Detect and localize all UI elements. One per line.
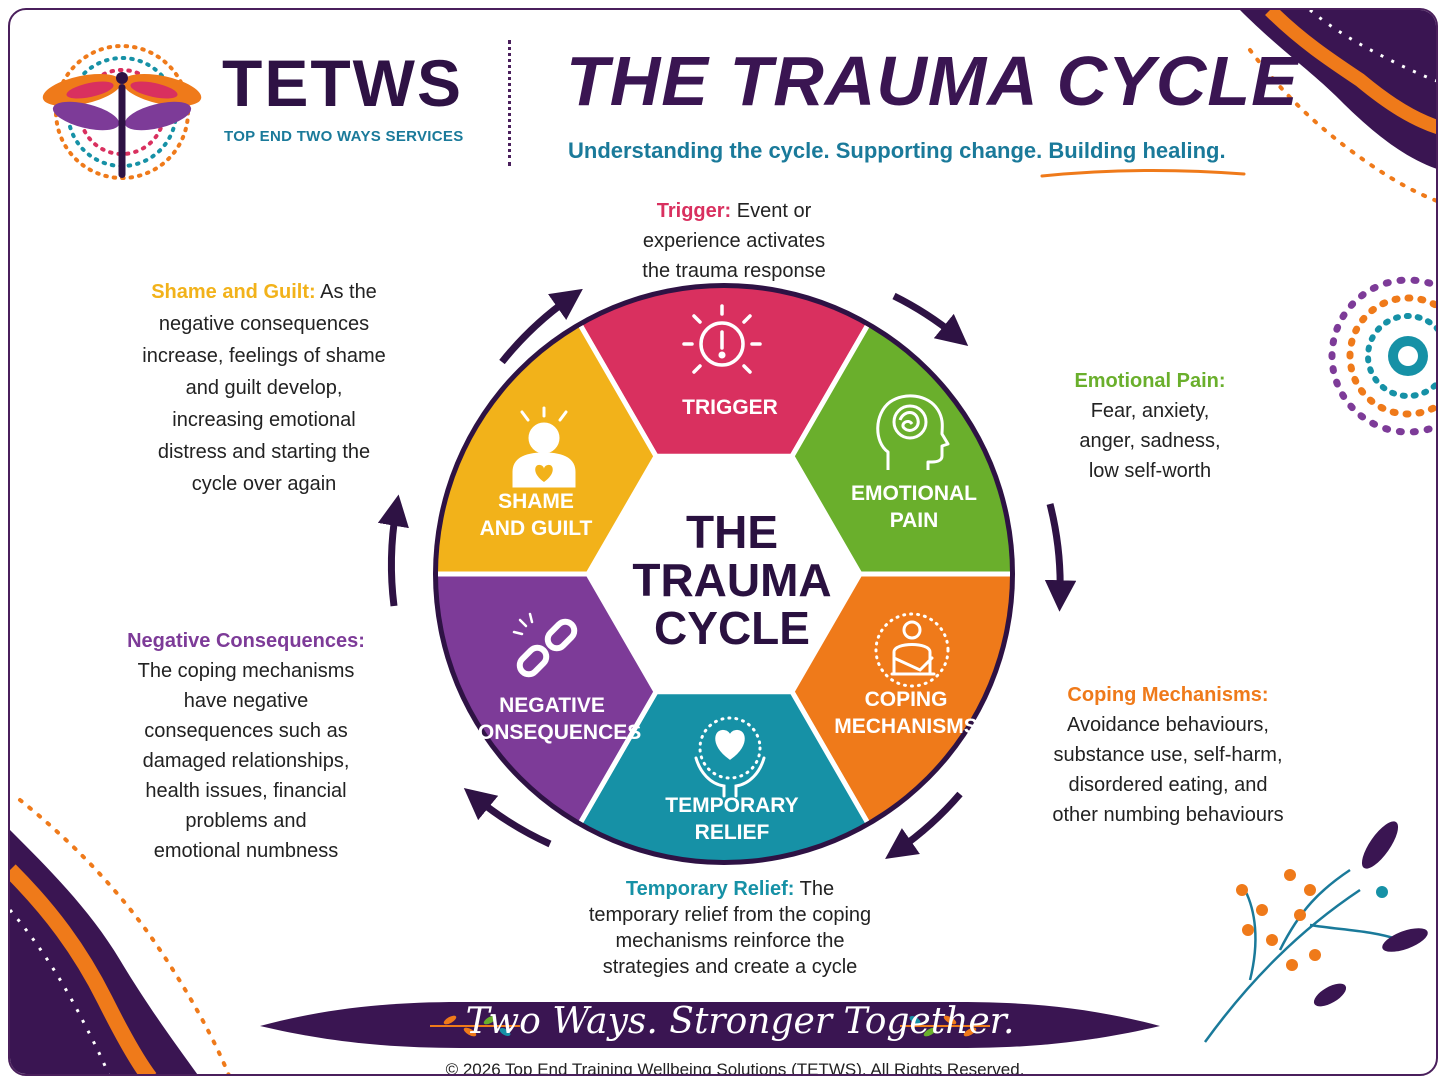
coping-text-2: substance use, self-harm, <box>1053 744 1283 766</box>
description-coping: Coping Mechanisms: Avoidance behaviours,… <box>1020 680 1316 830</box>
emotional-heading: Emotional Pain: <box>1074 370 1226 392</box>
segment-label-coping: COPING MECHANISMS <box>806 686 1006 740</box>
segment-relief-line2: RELIEF <box>694 821 770 844</box>
shame-text-1: As the <box>315 281 377 303</box>
infographic-frame: TETWS TOP END TWO WAYS SERVICES THE TRAU… <box>8 8 1438 1076</box>
emotional-text-1: Fear, anxiety, <box>1090 400 1210 422</box>
negative-text-3: consequences such as <box>144 720 348 742</box>
description-negative: Negative Consequences: The coping mechan… <box>88 626 404 866</box>
segment-label-shame: SHAME AND GUILT <box>446 488 626 542</box>
segment-label-relief: TEMPORARY RELIEF <box>632 792 832 846</box>
head-brain-icon <box>876 394 950 470</box>
shame-text-5: increasing emotional <box>172 409 356 431</box>
relief-heading: Temporary Relief: <box>625 878 795 900</box>
negative-text-5: health issues, financial <box>145 780 347 802</box>
negative-text-2: have negative <box>183 690 309 712</box>
relief-text-1: The <box>794 878 835 900</box>
person-heart-icon <box>512 406 576 488</box>
negative-heading: Negative Consequences: <box>127 630 365 652</box>
relief-text-3: mechanisms reinforce the <box>615 930 845 952</box>
negative-text-7: emotional numbness <box>153 840 339 862</box>
shame-text-2: negative consequences <box>158 313 370 335</box>
description-relief: Temporary Relief: The temporary relief f… <box>550 876 910 980</box>
header-divider <box>508 40 511 166</box>
trauma-cycle-wheel <box>377 283 1077 865</box>
center-hexagon <box>588 456 860 692</box>
coping-text-1: Avoidance behaviours, <box>1067 714 1269 736</box>
segment-shame-line1: SHAME <box>498 490 574 513</box>
trigger-heading: Trigger: <box>656 200 732 222</box>
cycle-arrow-5 <box>463 787 552 848</box>
subtitle-part-1: Understanding the cycle. Supporting chan… <box>568 138 1049 163</box>
segment-emotional-line1: EMOTIONAL <box>851 482 977 505</box>
cycle-arrow-2 <box>892 292 969 346</box>
description-shame: Shame and Guilt: As the negative consequ… <box>114 276 414 500</box>
broken-chain-icon <box>512 612 578 678</box>
segment-shame-line2: AND GUILT <box>479 517 593 540</box>
relief-text-2: temporary relief from the coping <box>588 904 872 926</box>
segment-label-trigger: TRIGGER <box>640 394 820 421</box>
segment-coping-line2: MECHANISMS <box>834 715 978 738</box>
footer-banner <box>260 1002 1160 1048</box>
center-title-line1: THE <box>686 506 778 558</box>
segment-label-emotional-pain: EMOTIONAL PAIN <box>824 480 1004 534</box>
brand-tagline: TOP END TWO WAYS SERVICES <box>224 128 464 145</box>
footer-slogan: Two Ways. Stronger Together. <box>465 1001 1015 1042</box>
shame-text-7: cycle over again <box>191 473 337 495</box>
segment-relief-line1: TEMPORARY <box>665 794 799 817</box>
description-emotional-pain: Emotional Pain: Fear, anxiety, anger, sa… <box>1010 366 1290 486</box>
segment-negative-line1: NEGATIVE <box>499 694 605 717</box>
subtitle-underline <box>1040 168 1246 178</box>
shame-text-4: and guilt develop, <box>185 377 343 399</box>
person-hugging-knees-icon <box>874 612 950 688</box>
alert-icon <box>682 304 762 374</box>
brand-name: TETWS <box>222 46 463 120</box>
segment-trigger-line1: TRIGGER <box>682 396 778 419</box>
segment-negative-line2: CONSEQUENCES <box>462 721 642 744</box>
trigger-text-3: the trauma response <box>642 260 826 282</box>
center-title-line2: TRAUMA <box>632 554 832 606</box>
decorative-patterns <box>10 10 1436 1074</box>
shame-heading: Shame and Guilt: <box>151 281 316 303</box>
trigger-text-2: experience activates <box>642 230 826 252</box>
copyright-notice: © 2026 Top End Training Wellbeing Soluti… <box>445 1060 1025 1076</box>
coping-text-4: other numbing behaviours <box>1052 804 1284 826</box>
segment-emotional-line2: PAIN <box>889 509 939 532</box>
page-title: THE TRAUMA CYCLE <box>566 42 1299 120</box>
trigger-text-1: Event or <box>731 200 812 222</box>
center-title: THE TRAUMA CYCLE <box>610 508 854 652</box>
hands-heart-icon <box>694 716 766 798</box>
segment-label-negative: NEGATIVE CONSEQUENCES <box>452 692 652 746</box>
emotional-text-3: low self-worth <box>1088 460 1212 482</box>
negative-text-6: problems and <box>185 810 307 832</box>
emotional-text-2: anger, sadness, <box>1079 430 1221 452</box>
shame-text-3: increase, feelings of shame <box>142 345 386 367</box>
negative-text-1: The coping mechanisms <box>137 660 355 682</box>
cycle-arrow-3 <box>1044 503 1077 612</box>
page-subtitle: Understanding the cycle. Supporting chan… <box>568 138 1226 164</box>
subtitle-part-2: Building healing. <box>1048 138 1226 163</box>
relief-text-4: strategies and create a cycle <box>602 956 858 978</box>
coping-text-3: disordered eating, and <box>1068 774 1268 796</box>
shame-text-6: distress and starting the <box>157 441 371 463</box>
coping-heading: Coping Mechanisms: <box>1067 684 1269 706</box>
cycle-arrow-4 <box>885 791 963 859</box>
cycle-arrow-6 <box>377 494 409 607</box>
negative-text-4: damaged relationships, <box>142 750 350 772</box>
cycle-arrow-1 <box>499 288 583 365</box>
center-title-line3: CYCLE <box>654 602 810 654</box>
dragonfly-logo-icon <box>42 44 202 180</box>
description-trigger: Trigger: Event or experience activates t… <box>584 196 884 286</box>
segment-coping-line1: COPING <box>864 688 948 711</box>
